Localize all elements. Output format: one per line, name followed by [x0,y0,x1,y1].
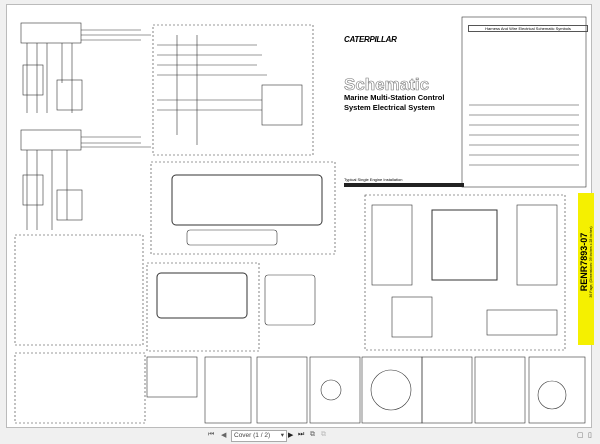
single-page-view-icon[interactable]: ▢ [577,432,584,439]
document-page: CATERPILLAR Schematic Marine Multi-Stati… [6,4,592,428]
schematic-drawing [14,16,587,424]
symbols-legend-title: Harness And Wire Electrical Schematic Sy… [468,25,588,32]
caterpillar-logo: CATERPILLAR [344,35,397,44]
document-title: Schematic [344,75,430,95]
copy-icon[interactable]: ⧉ [310,431,315,438]
title-bar-divider [344,183,464,187]
next-page-icon[interactable]: ▶ [288,432,294,439]
paste-icon[interactable]: ⧉ [321,431,326,438]
two-page-view-icon[interactable]: ▯ [588,432,592,439]
document-dimensions: 36 Page, (Dimensions: 39 inches x 28 inc… [589,226,593,298]
document-code: RENR7893-07 [579,232,589,292]
chevron-down-icon: ▾ [280,432,284,439]
document-subtitle: Marine Multi-Station Control System Elec… [344,93,445,112]
prev-page-icon[interactable]: ◀ [221,432,227,439]
page-select-value: Cover (1 / 2) [234,432,271,439]
document-id-strip: RENR7893-07 36 Page, (Dimensions: 39 inc… [578,193,594,345]
installation-caption: Typical Single Engine Installation [344,177,403,182]
page-select[interactable]: Cover (1 / 2) ▾ [231,430,287,442]
viewer-toolbar: ⏮ ◀ Cover (1 / 2) ▾ ▶ ⏭ ⧉ ⧉ ▢ ▯ [0,428,600,444]
first-page-icon[interactable]: ⏮ [208,431,215,438]
last-page-icon[interactable]: ⏭ [298,431,305,438]
